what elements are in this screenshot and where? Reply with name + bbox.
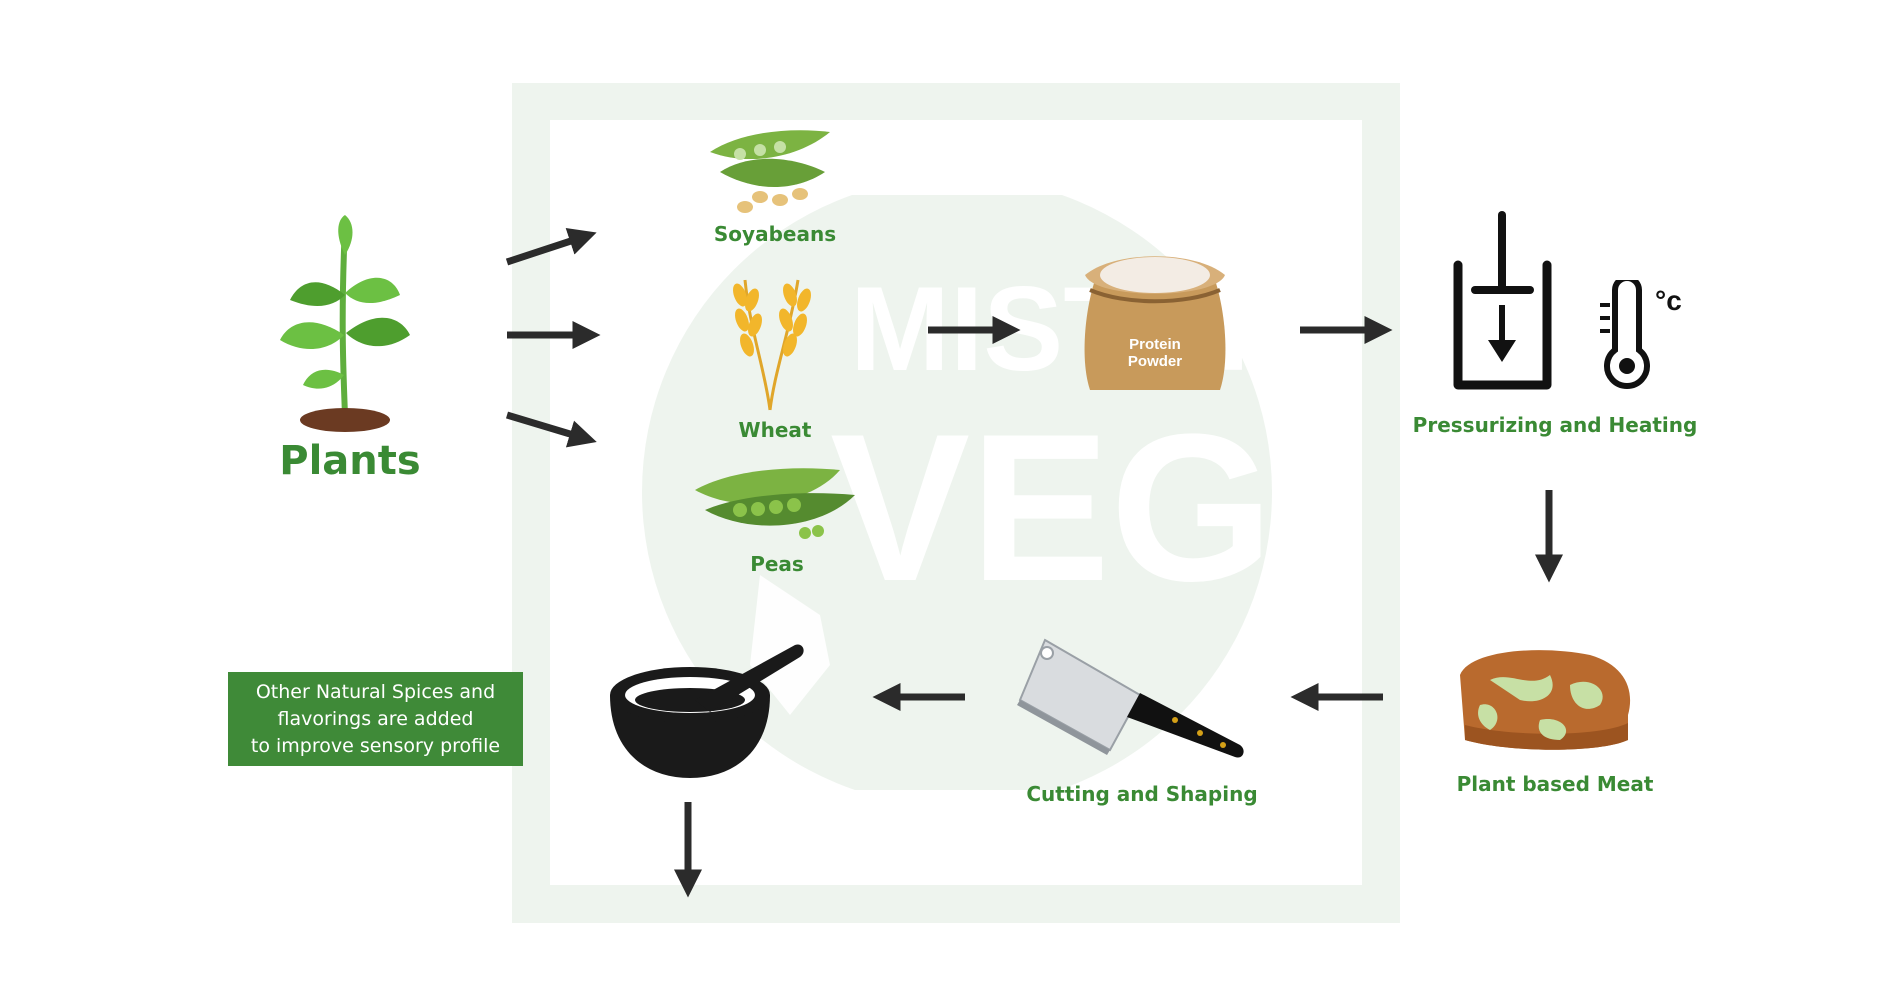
protein-powder-sack-icon: Protein Powder <box>1084 256 1226 390</box>
spices-note-box: Other Natural Spices and flavorings are … <box>228 672 523 766</box>
soyabean-icon <box>710 130 830 213</box>
thermometer-icon: °c <box>1600 280 1682 389</box>
plant-based-meat-icon <box>1460 650 1631 750</box>
pressurizing-heating-label: Pressurizing and Heating <box>1412 413 1698 437</box>
plants-label: Plants <box>279 438 421 484</box>
note-line-2: flavorings are added <box>277 707 474 730</box>
protein-bag-text-1: Protein <box>1129 336 1181 353</box>
peas-label: Peas <box>750 552 804 576</box>
peas-icon <box>695 468 855 539</box>
wheat-icon <box>733 279 811 411</box>
plant-based-meat-label: Plant based Meat <box>1456 772 1654 796</box>
soyabeans-label: Soyabeans <box>713 222 837 246</box>
plant-icon <box>280 215 410 432</box>
cleaver-knife-icon <box>1017 638 1244 758</box>
protein-bag-text-2: Powder <box>1128 353 1182 370</box>
watermark-text-2: VEG <box>830 390 1273 625</box>
wheat-label: Wheat <box>738 418 812 442</box>
celsius-unit: °c <box>1655 285 1682 316</box>
note-line-3: to improve sensory profile <box>250 734 501 757</box>
cutting-shaping-label: Cutting and Shaping <box>1026 782 1258 806</box>
pressure-vessel-icon <box>1453 211 1552 390</box>
note-line-1: Other Natural Spices and <box>255 680 496 703</box>
mortar-pestle-icon <box>610 644 804 778</box>
